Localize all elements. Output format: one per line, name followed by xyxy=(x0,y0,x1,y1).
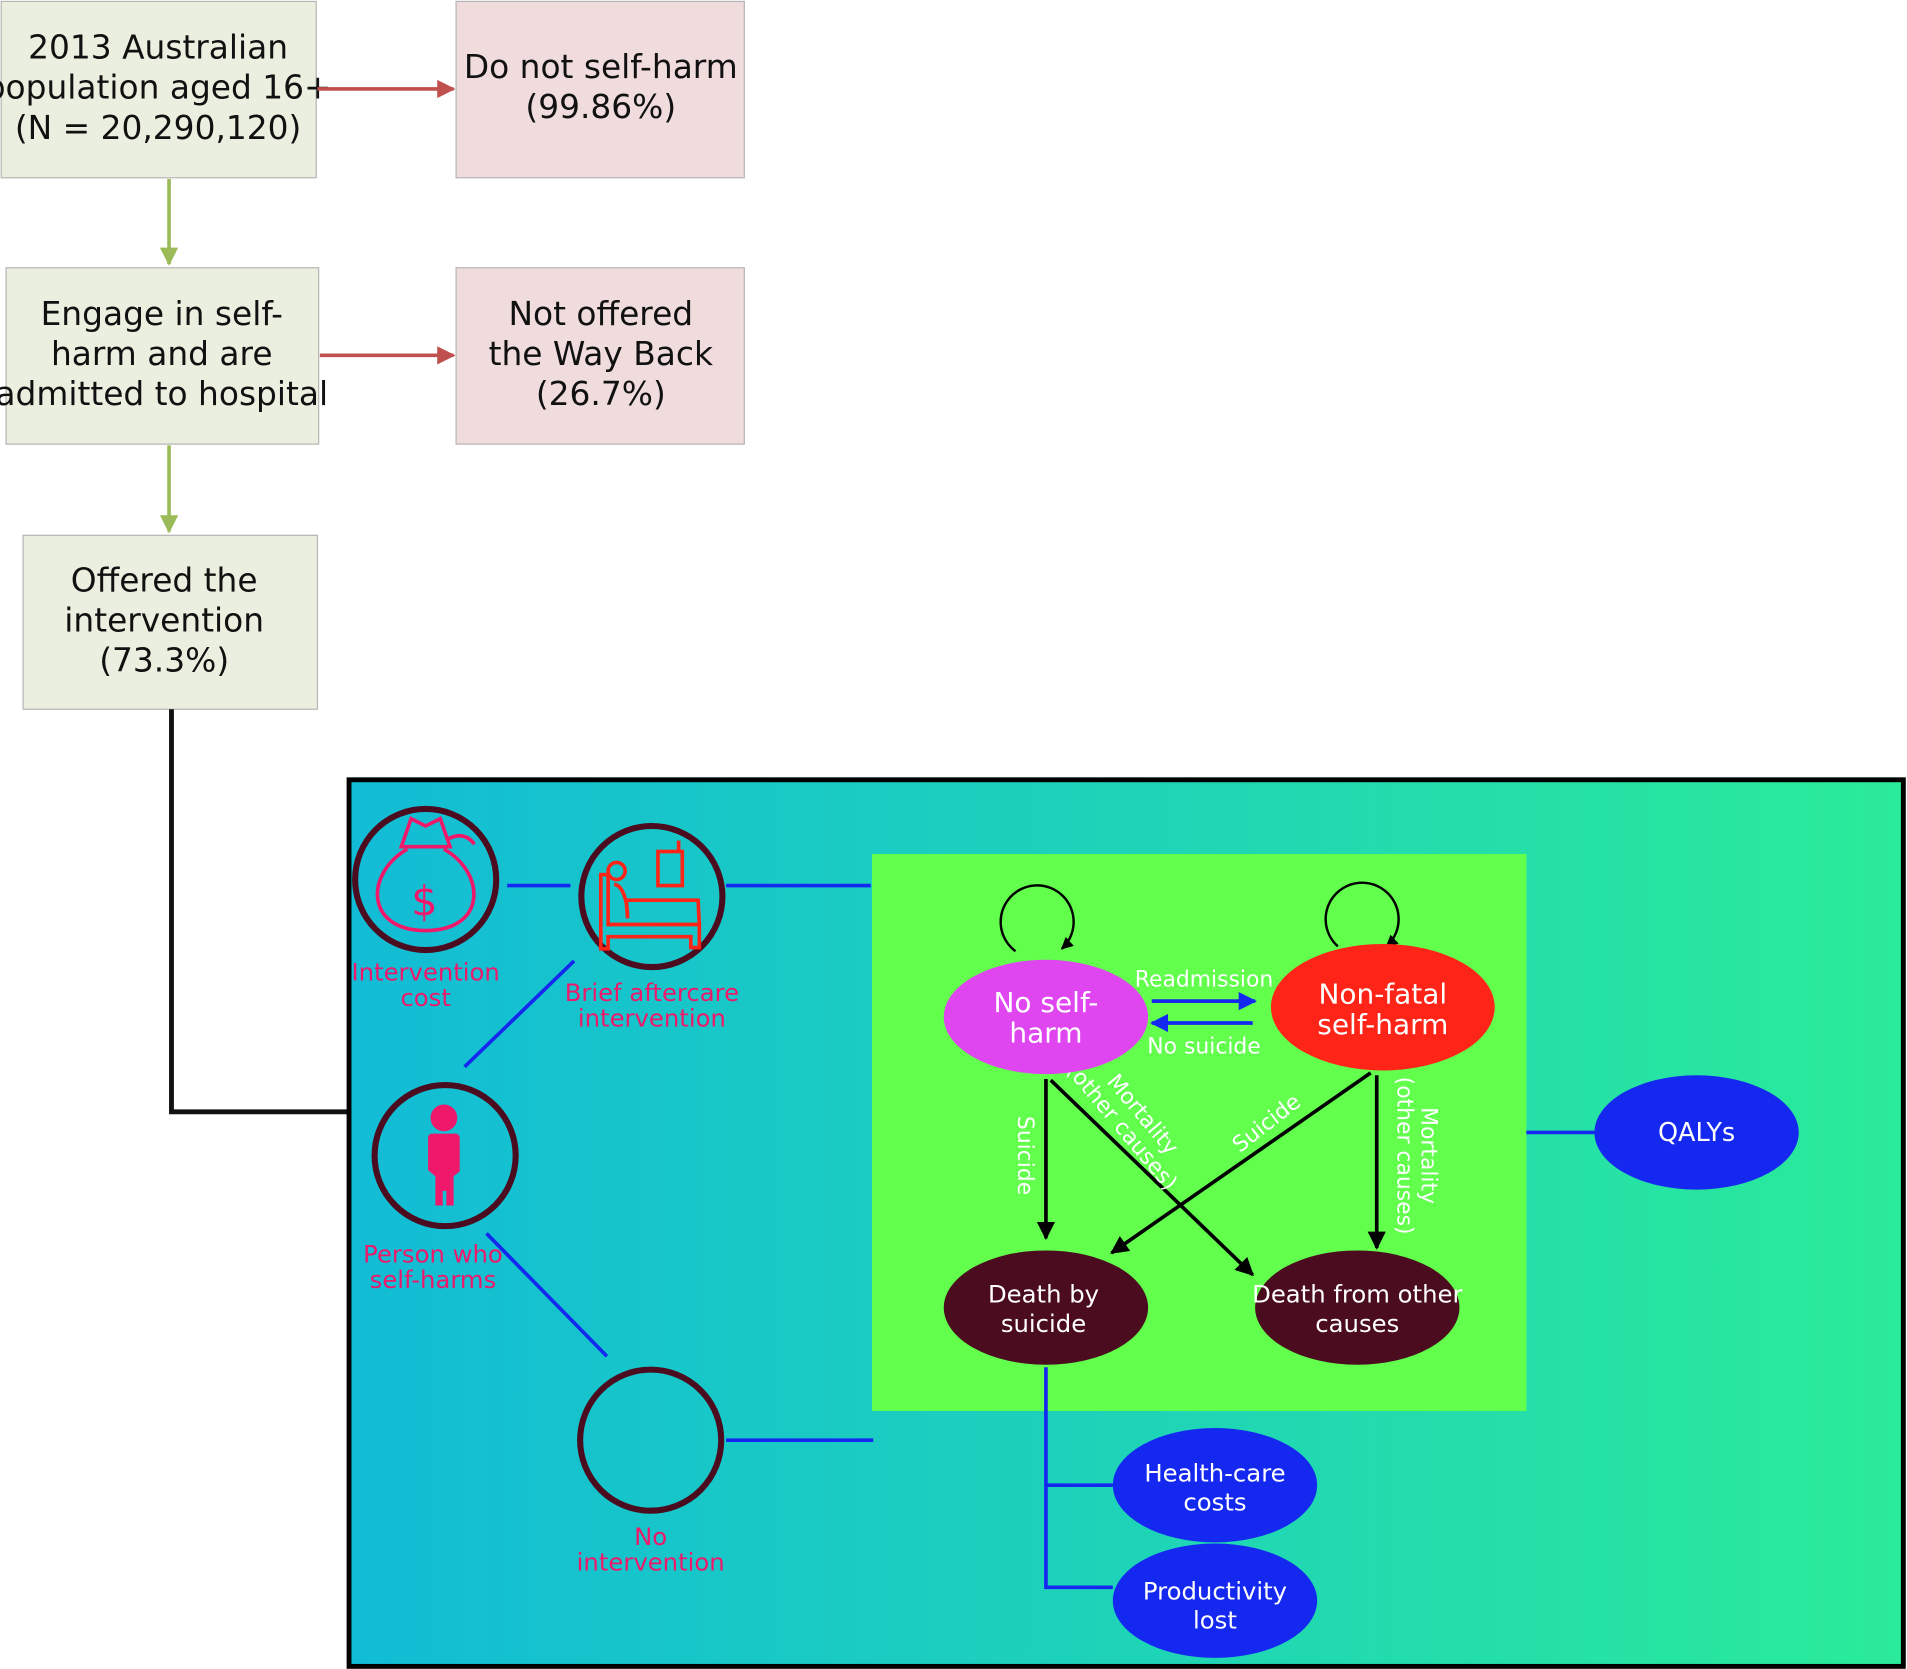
svg-text:harm and are: harm and are xyxy=(51,335,273,373)
svg-text:(N = 20,290,120): (N = 20,290,120) xyxy=(15,109,302,147)
person-icon xyxy=(428,1104,460,1206)
svg-text:No self-: No self- xyxy=(993,986,1098,1019)
svg-text:Non-fatal: Non-fatal xyxy=(1318,978,1447,1011)
state-death-other-causes: Death from other causes xyxy=(1252,1250,1462,1365)
offered-box: Offered the intervention (73.3%) xyxy=(22,534,319,710)
population-box: 2013 Australian population aged 16+ (N =… xyxy=(0,0,332,179)
state-non-fatal-self-harm: Non-fatal self-harm xyxy=(1270,943,1495,1071)
decision-connectors xyxy=(463,883,1595,1590)
svg-text:self-harms: self-harms xyxy=(370,1265,497,1294)
svg-text:intervention: intervention xyxy=(64,601,264,639)
outcome-qalys: QALYs xyxy=(1594,1075,1799,1190)
svg-text:Brief aftercare: Brief aftercare xyxy=(565,978,739,1007)
svg-text:Not offered: Not offered xyxy=(508,295,693,333)
connector-to-model xyxy=(169,709,350,1115)
svg-text:Productivity: Productivity xyxy=(1143,1576,1287,1605)
brief-aftercare-node: Brief aftercare intervention xyxy=(565,822,739,1033)
outcome-health-care-costs: Health-care costs xyxy=(1112,1428,1318,1543)
svg-text:Mortality: Mortality xyxy=(1416,1107,1441,1204)
svg-text:Intervention: Intervention xyxy=(351,957,499,986)
svg-text:Readmission: Readmission xyxy=(1135,968,1273,993)
state-no-self-harm: No self- harm xyxy=(943,959,1149,1075)
svg-text:Do not self-harm: Do not self-harm xyxy=(464,48,738,86)
markov-transitions xyxy=(999,881,1400,1277)
svg-text:suicide: suicide xyxy=(1001,1309,1086,1338)
state-death-by-suicide: Death by suicide xyxy=(943,1250,1149,1365)
outcome-productivity-lost: Productivity lost xyxy=(1112,1543,1318,1658)
svg-text:lost: lost xyxy=(1193,1606,1237,1635)
intervention-cost-node: $ Intervention cost xyxy=(351,805,500,1012)
svg-text:(99.86%): (99.86%) xyxy=(525,88,676,126)
do-not-self-harm-box: Do not self-harm (99.86%) xyxy=(455,0,745,179)
no-intervention-node: No intervention xyxy=(577,1366,725,1576)
svg-text:admitted to hospital: admitted to hospital xyxy=(0,375,328,413)
svg-text:Suicide: Suicide xyxy=(1012,1116,1037,1195)
svg-text:Offered the: Offered the xyxy=(71,561,258,599)
svg-text:population aged 16+: population aged 16+ xyxy=(0,69,332,107)
svg-text:causes: causes xyxy=(1315,1309,1399,1338)
svg-text:cost: cost xyxy=(400,983,450,1012)
svg-text:(other causes): (other causes) xyxy=(1391,1077,1416,1235)
svg-text:Health-care: Health-care xyxy=(1144,1459,1285,1488)
svg-text:(73.3%): (73.3%) xyxy=(99,642,229,680)
admitted-box: Engage in self- harm and are admitted to… xyxy=(0,267,328,445)
svg-text:intervention: intervention xyxy=(577,1547,725,1576)
svg-text:Death from other: Death from other xyxy=(1252,1280,1462,1309)
svg-text:QALYs: QALYs xyxy=(1658,1118,1735,1148)
svg-text:Engage in self-: Engage in self- xyxy=(41,295,283,333)
svg-text:harm: harm xyxy=(1009,1016,1082,1049)
not-offered-box: Not offered the Way Back (26.7%) xyxy=(455,267,745,445)
svg-text:No: No xyxy=(634,1522,667,1551)
svg-text:intervention: intervention xyxy=(578,1004,726,1033)
person-node: Person who self-harms xyxy=(363,1081,519,1294)
dollar-sign-icon: $ xyxy=(411,877,437,925)
svg-text:Death by: Death by xyxy=(988,1280,1099,1309)
hospital-bed-phone-icon xyxy=(598,840,702,951)
money-bag-icon xyxy=(375,816,476,933)
svg-text:the Way Back: the Way Back xyxy=(489,335,713,373)
svg-text:self-harm: self-harm xyxy=(1317,1008,1448,1041)
svg-text:No suicide: No suicide xyxy=(1147,1034,1261,1059)
svg-text:(26.7%): (26.7%) xyxy=(536,375,666,413)
svg-text:Person who: Person who xyxy=(363,1240,503,1269)
svg-text:costs: costs xyxy=(1183,1488,1246,1517)
svg-text:2013 Australian: 2013 Australian xyxy=(28,29,288,67)
